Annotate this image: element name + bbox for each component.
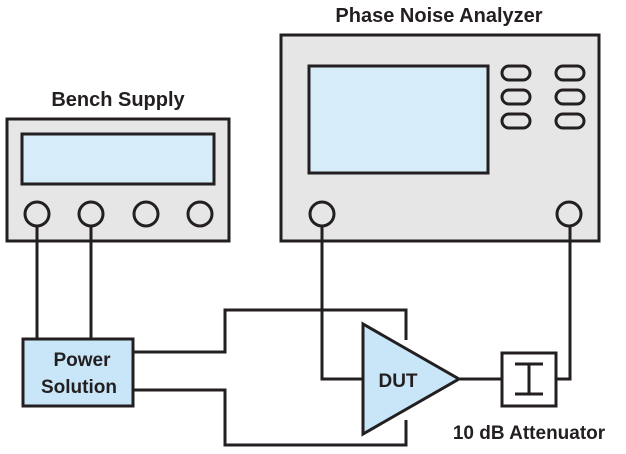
wire-power-to-dut-top bbox=[133, 308, 408, 354]
analyzer-port-left bbox=[308, 200, 336, 228]
dut-amplifier: DUT bbox=[361, 321, 463, 437]
power-solution-label-line1: Power bbox=[53, 350, 111, 371]
analyzer-button-5 bbox=[500, 112, 532, 130]
analyzer-button-2 bbox=[554, 64, 586, 82]
attenuator: 10 dB Attenuator bbox=[453, 351, 606, 444]
wire-power-to-dut-bottom bbox=[133, 388, 408, 447]
analyzer-button-1 bbox=[500, 64, 532, 82]
power-solution: Power Solution bbox=[21, 337, 135, 408]
attenuator-symbol-icon bbox=[515, 362, 543, 396]
attenuator-label: 10 dB Attenuator bbox=[453, 423, 606, 444]
phase-noise-analyzer: Phase Noise Analyzer bbox=[279, 5, 601, 243]
dut-triangle-icon bbox=[361, 321, 463, 437]
bench-supply-knob-2 bbox=[77, 200, 105, 228]
analyzer-button-3 bbox=[500, 88, 532, 106]
dut-label: DUT bbox=[378, 371, 417, 392]
bench-supply-display bbox=[20, 132, 216, 186]
analyzer-display bbox=[307, 64, 490, 175]
bench-supply-knob-4 bbox=[186, 200, 214, 228]
bench-supply-knob-3 bbox=[132, 200, 160, 228]
power-solution-block bbox=[21, 337, 135, 408]
wire-attenuator-to-analyzer bbox=[556, 226, 572, 381]
bench-supply: Bench Supply bbox=[5, 89, 231, 243]
analyzer-button-4 bbox=[554, 88, 586, 106]
wire-analyzer-to-dut-input bbox=[320, 226, 364, 381]
power-solution-label-line2: Solution bbox=[41, 377, 117, 398]
bench-supply-knob-1 bbox=[23, 200, 51, 228]
phase-noise-analyzer-title: Phase Noise Analyzer bbox=[335, 5, 542, 27]
analyzer-button-6 bbox=[554, 112, 586, 130]
bench-supply-title: Bench Supply bbox=[51, 89, 185, 111]
wires bbox=[35, 226, 572, 447]
analyzer-port-right bbox=[555, 200, 583, 228]
